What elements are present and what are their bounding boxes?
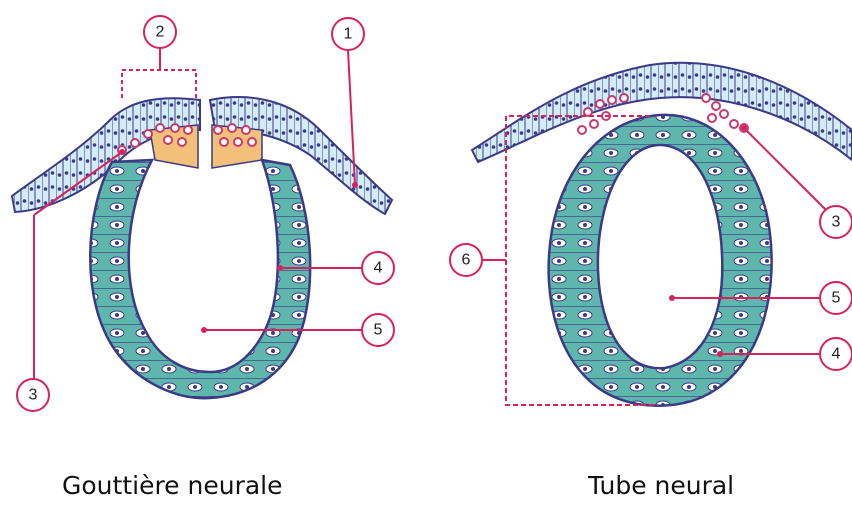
svg-text:2: 2: [156, 24, 165, 41]
caption-neural-tube: Tube neural: [588, 471, 734, 500]
ectoderm-arch: [472, 63, 852, 162]
label-1: 1: [332, 18, 364, 50]
svg-text:4: 4: [374, 260, 383, 277]
svg-text:3: 3: [29, 387, 38, 404]
label-3-right: 3: [820, 206, 852, 238]
caption-neural-groove: Gouttière neurale: [62, 471, 283, 500]
label-3-left: 3: [17, 379, 49, 411]
svg-text:4: 4: [832, 346, 841, 363]
label-2: 2: [144, 16, 176, 48]
neural-tube-wall: [549, 115, 772, 406]
label-5-right: 5: [820, 282, 852, 314]
svg-text:6: 6: [462, 252, 471, 269]
label-4-left: 4: [362, 252, 394, 284]
svg-text:5: 5: [374, 322, 383, 339]
label-6: 6: [450, 244, 482, 276]
neural-tube-figure: 6 3 5 4: [450, 63, 852, 406]
neural-groove-figure: 2 1 3 4 5: [12, 16, 394, 411]
svg-text:1: 1: [344, 26, 353, 43]
label-5-left: 5: [362, 314, 394, 346]
label-4-right: 4: [820, 338, 852, 370]
svg-text:3: 3: [832, 214, 841, 231]
neural-plate-wall: [90, 160, 310, 398]
svg-text:5: 5: [832, 290, 841, 307]
label-2-bracket: [122, 70, 196, 98]
